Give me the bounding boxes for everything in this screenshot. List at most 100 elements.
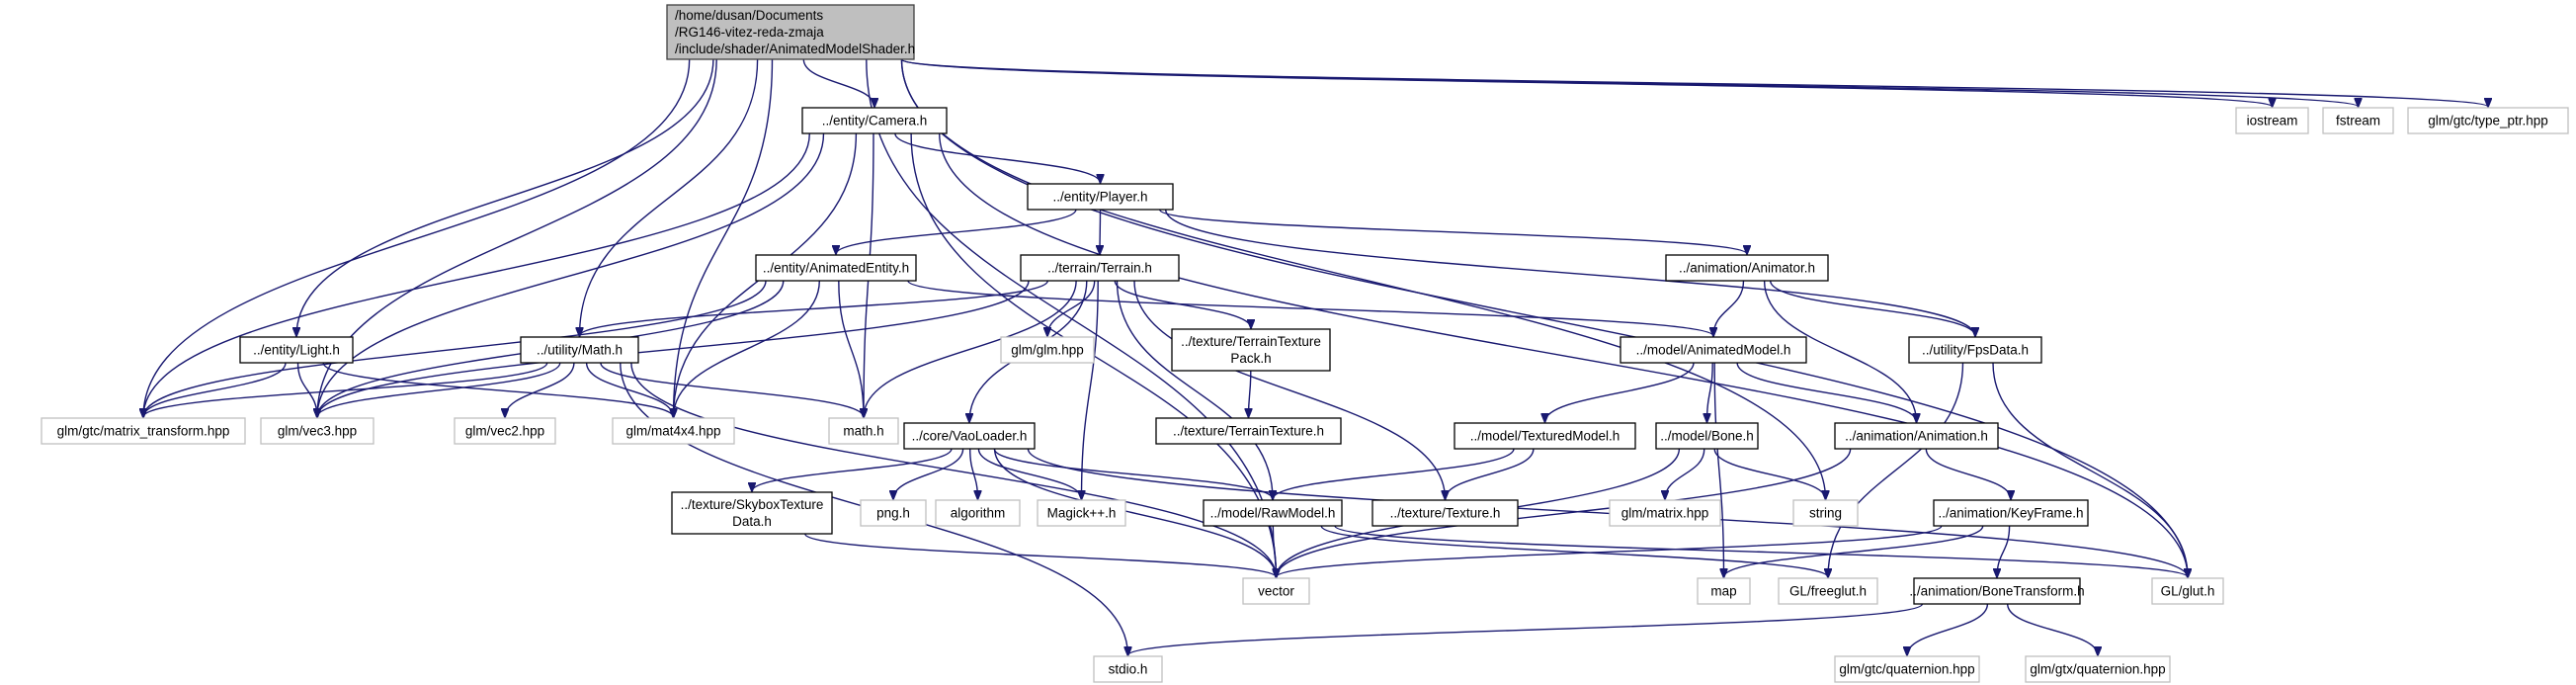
node-math-util[interactable]: ../utility/Math.h bbox=[520, 336, 639, 364]
node-player[interactable]: ../entity/Player.h bbox=[1027, 183, 1174, 211]
node-label: map bbox=[1710, 583, 1736, 598]
node-box bbox=[1037, 499, 1126, 527]
node-label: glm/vec2.hpp bbox=[465, 423, 544, 438]
edge-line bbox=[322, 362, 673, 417]
node-label: ../texture/TerrainTexture.h bbox=[1173, 423, 1324, 438]
edge-root-to-matrix_transform bbox=[143, 58, 691, 417]
edge-animator-to-animated_model bbox=[1713, 280, 1745, 336]
edge-camera-to-player bbox=[894, 132, 1101, 183]
node-label: glm/gtc/type_ptr.hpp bbox=[2428, 113, 2548, 128]
node-glm-hpp: glm/glm.hpp bbox=[1000, 336, 1095, 364]
edge-animated_model-to-animation bbox=[1736, 362, 1916, 422]
node-quaternion-gtc: glm/gtc/quaternion.hpp bbox=[1834, 655, 1980, 683]
node-label: vector bbox=[1258, 583, 1294, 598]
node-vao-loader[interactable]: ../core/VaoLoader.h bbox=[903, 422, 1036, 450]
node-glm-matrix: glm/matrix.hpp bbox=[1609, 499, 1721, 527]
node-animation[interactable]: ../animation/Animation.h bbox=[1834, 422, 1999, 450]
node-iostream: iostream bbox=[2235, 107, 2309, 134]
edge-terrain-to-texture_h bbox=[1133, 280, 1446, 499]
edge-player-to-animated_entity bbox=[836, 209, 1077, 254]
node-terrain[interactable]: ../terrain/Terrain.h bbox=[1020, 254, 1180, 282]
edge-line bbox=[1128, 603, 1924, 655]
node-keyframe[interactable]: ../animation/KeyFrame.h bbox=[1933, 499, 2089, 527]
node-magick: Magick++.h bbox=[1037, 499, 1126, 527]
edge-camera-to-glut bbox=[939, 132, 2188, 577]
node-box bbox=[41, 417, 246, 445]
node-animator[interactable]: ../animation/Animator.h bbox=[1665, 254, 1829, 282]
edge-line bbox=[630, 362, 1277, 577]
edge-line bbox=[580, 280, 1048, 336]
node-box bbox=[1908, 336, 2042, 364]
node-animated-model[interactable]: ../model/AnimatedModel.h bbox=[1620, 336, 1807, 364]
edge-root-to-vec3 bbox=[317, 58, 717, 417]
node-box bbox=[2025, 655, 2171, 683]
edge-line bbox=[1545, 362, 1695, 422]
edge-keyframe-to-vector bbox=[1277, 525, 1943, 577]
node-label: ../model/RawModel.h bbox=[1210, 505, 1336, 520]
node-fps-data[interactable]: ../utility/FpsData.h bbox=[1908, 336, 2042, 364]
node-box bbox=[801, 107, 948, 134]
node-box bbox=[260, 417, 374, 445]
edge-line bbox=[1713, 280, 1745, 336]
edge-line bbox=[143, 58, 691, 417]
edge-vao_loader-to-algorithm bbox=[969, 448, 978, 499]
node-bone-transform[interactable]: ../animation/BoneTransform.h bbox=[1909, 577, 2085, 605]
node-label: stdio.h bbox=[1109, 661, 1148, 676]
node-box bbox=[1171, 328, 1331, 372]
node-box bbox=[671, 491, 833, 535]
edge-line bbox=[1334, 525, 2188, 577]
node-root[interactable]: /home/dusan/Documents/RG146-vitez-reda-z… bbox=[666, 4, 915, 60]
edge-root-to-vector bbox=[866, 58, 1277, 577]
node-box bbox=[1913, 577, 2081, 605]
edge-line bbox=[864, 280, 1077, 417]
node-box bbox=[1454, 422, 1636, 450]
edge-raw_model-to-glut bbox=[1334, 525, 2188, 577]
node-quaternion-gtx: glm/gtx/quaternion.hpp bbox=[2025, 655, 2171, 683]
edge-line bbox=[802, 58, 874, 107]
node-label: GL/glut.h bbox=[2161, 583, 2215, 598]
node-label: ../entity/AnimatedEntity.h bbox=[763, 260, 909, 275]
node-bone[interactable]: ../model/Bone.h bbox=[1655, 422, 1759, 450]
node-label: ../animation/BoneTransform.h bbox=[1909, 583, 2084, 598]
edge-animation-to-vector bbox=[1277, 448, 1852, 577]
edge-line bbox=[1713, 448, 1825, 499]
node-raw-model[interactable]: ../model/RawModel.h bbox=[1203, 499, 1343, 527]
edge-animated_model-to-map bbox=[1713, 362, 1723, 577]
edge-line bbox=[752, 448, 953, 491]
edge-line bbox=[674, 280, 820, 417]
node-label: ../texture/Texture.h bbox=[1390, 505, 1501, 520]
edge-light-to-matrix_transform bbox=[143, 362, 287, 417]
node-matrix-transform: glm/gtc/matrix_transform.hpp bbox=[41, 417, 246, 445]
node-map: map bbox=[1697, 577, 1751, 605]
node-label: Magick++.h bbox=[1047, 505, 1117, 520]
edge-terrain-to-math_util bbox=[580, 280, 1048, 336]
edge-line bbox=[1277, 448, 1852, 577]
node-texture-h[interactable]: ../texture/Texture.h bbox=[1371, 499, 1519, 527]
edge-line bbox=[296, 362, 318, 417]
node-animated-entity[interactable]: ../entity/AnimatedEntity.h bbox=[755, 254, 917, 282]
node-camera[interactable]: ../entity/Camera.h bbox=[801, 107, 948, 134]
edge-line bbox=[143, 362, 287, 417]
node-type-ptr: glm/gtc/type_ptr.hpp bbox=[2407, 107, 2569, 134]
node-box bbox=[1027, 183, 1174, 211]
edge-vao_loader-to-raw_model bbox=[993, 448, 1273, 499]
node-textured-model[interactable]: ../model/TexturedModel.h bbox=[1454, 422, 1636, 450]
node-label: glm/vec3.hpp bbox=[278, 423, 357, 438]
node-label: ../entity/Player.h bbox=[1052, 189, 1147, 204]
edge-line bbox=[1027, 448, 2188, 577]
edge-root-to-string bbox=[900, 58, 1826, 499]
edge-animated_entity-to-animated_model bbox=[907, 280, 1713, 336]
edge-line bbox=[907, 280, 1713, 336]
node-label: iostream bbox=[2247, 113, 2298, 128]
node-string: string bbox=[1792, 499, 1859, 527]
edge-camera-to-vec3 bbox=[317, 132, 825, 417]
edge-line bbox=[1158, 209, 1747, 254]
node-fstream: fstream bbox=[2322, 107, 2394, 134]
edge-line bbox=[894, 132, 1101, 183]
edge-line bbox=[977, 448, 1081, 499]
edge-animated_entity-to-math_h bbox=[838, 280, 864, 417]
node-light[interactable]: ../entity/Light.h bbox=[239, 336, 354, 364]
node-terrain-texture[interactable]: ../texture/TerrainTexture.h bbox=[1155, 417, 1342, 445]
